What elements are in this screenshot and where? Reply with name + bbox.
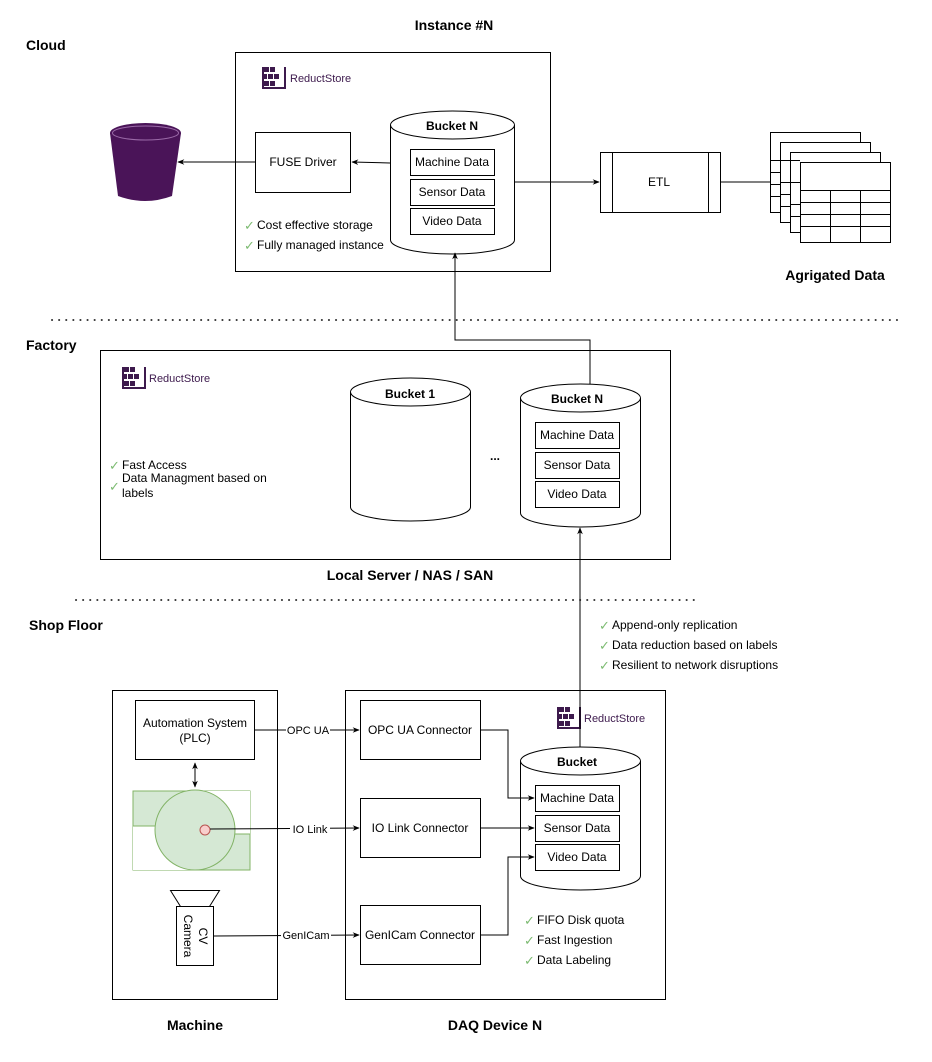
check-icon: ✓ — [599, 618, 610, 633]
daq-machine-data-label: Machine Data — [540, 791, 614, 805]
factory-feature-2: Data Managment based on — [122, 471, 267, 485]
genicam-connector-box — [360, 905, 481, 965]
daq-sensor-data-label: Sensor Data — [544, 821, 611, 835]
cloud-sensor-data-box — [410, 179, 495, 206]
daq-feature-2: Fast Ingestion — [537, 933, 612, 947]
check-icon: ✓ — [244, 238, 255, 253]
fuse-driver-label: FUSE Driver — [269, 155, 336, 169]
check-icon: ✓ — [524, 913, 535, 928]
brand-label-factory: ReductStore — [149, 373, 210, 385]
check-icon: ✓ — [599, 638, 610, 653]
arrow-io-link — [209, 825, 360, 831]
io-link-label-bg — [290, 822, 330, 836]
replication-feature-2: Data reduction based on labels — [612, 638, 777, 652]
instance-title: Instance #N — [415, 17, 494, 33]
daq-sensor-data-box — [535, 815, 620, 842]
factory-bucket-n-title: Bucket N — [551, 392, 603, 406]
factory-feature-1: Fast Access — [122, 458, 187, 472]
etl-box — [600, 152, 721, 213]
check-icon: ✓ — [524, 933, 535, 948]
arrow-genicam-to-video-data — [481, 854, 535, 936]
factory-sensor-data-box — [535, 452, 620, 479]
daq-video-data-label: Video Data — [547, 850, 606, 864]
motor-icon — [132, 789, 251, 871]
cloud-bucket-n-title: Bucket N — [426, 119, 478, 133]
cloud-sensor-data-label: Sensor Data — [419, 185, 486, 199]
genicam-label-bg — [281, 928, 331, 942]
brand-label-cloud: ReductStore — [290, 73, 351, 85]
opc-connector-label: OPC UA Connector — [368, 723, 472, 737]
machine-title: Machine — [167, 1017, 223, 1033]
section-cloud: Cloud — [26, 37, 66, 53]
daq-feature-1: FIFO Disk quota — [537, 913, 625, 927]
daq-machine-data-box — [535, 785, 620, 812]
daq-bucket-title: Bucket — [557, 755, 597, 769]
camera-icon — [169, 890, 221, 966]
brand-label-daq: ReductStore — [584, 713, 645, 725]
check-icon: ✓ — [524, 953, 535, 968]
check-icon: ✓ — [109, 479, 120, 494]
factory-machine-data-box — [535, 422, 620, 449]
cloud-video-data-label: Video Data — [422, 214, 481, 228]
cloud-storage-bucket-icon — [110, 123, 181, 201]
cloud-machine-data-label: Machine Data — [415, 155, 489, 169]
section-factory: Factory — [26, 337, 77, 353]
factory-machine-data-label: Machine Data — [540, 428, 614, 442]
plc-box — [135, 700, 255, 760]
io-link-label: IO Link — [293, 824, 328, 836]
arrow-factory-to-cloud — [452, 252, 591, 384]
arrow-bucket-to-fuse — [351, 159, 391, 165]
aggregated-data-title: Agrigated Data — [785, 267, 885, 283]
factory-ellipsis: ... — [490, 449, 500, 463]
aggregated-data-tables-icon — [770, 132, 891, 243]
replication-feature-1: Append-only replication — [612, 618, 737, 632]
check-icon: ✓ — [599, 658, 610, 673]
daq-title: DAQ Device N — [448, 1017, 542, 1033]
plc-label-line2: (PLC) — [179, 731, 210, 745]
factory-video-data-box — [535, 481, 620, 508]
cloud-feature-2: Fully managed instance — [257, 238, 384, 252]
daq-feature-3: Data Labeling — [537, 953, 611, 967]
io-connector-label: IO Link Connector — [372, 821, 469, 835]
factory-feature-2-cont: labels — [122, 486, 153, 500]
daq-video-data-box — [535, 844, 620, 871]
cloud-video-data-box — [410, 208, 495, 235]
genicam-connector-label: GenICam Connector — [365, 928, 475, 942]
factory-bucket-1-title: Bucket 1 — [385, 387, 435, 401]
camera-label-line2: Camera — [181, 915, 195, 958]
etl-label: ETL — [648, 175, 670, 189]
arrow-opc-to-machine-data — [481, 729, 535, 801]
cloud-feature-1: Cost effective storage — [257, 218, 373, 232]
opc-ua-link-label: OPC UA — [287, 725, 330, 737]
genicam-link-label: GenICam — [282, 930, 329, 942]
factory-bucket-1 — [350, 377, 471, 522]
replication-feature-3: Resilient to network disruptions — [612, 658, 778, 672]
check-icon: ✓ — [109, 458, 120, 473]
check-icon: ✓ — [244, 218, 255, 233]
plc-label-line1: Automation System — [143, 716, 247, 730]
fuse-driver-box — [255, 132, 351, 193]
local-server-title: Local Server / NAS / SAN — [327, 567, 494, 583]
factory-video-data-label: Video Data — [547, 487, 606, 501]
opc-ua-label-bg — [286, 723, 330, 737]
factory-sensor-data-label: Sensor Data — [544, 458, 611, 472]
section-shop-floor: Shop Floor — [29, 617, 103, 633]
io-connector-box — [360, 798, 481, 858]
cloud-machine-data-box — [410, 149, 495, 176]
opc-connector-box — [360, 700, 481, 760]
camera-label-line1: CV — [196, 928, 210, 945]
